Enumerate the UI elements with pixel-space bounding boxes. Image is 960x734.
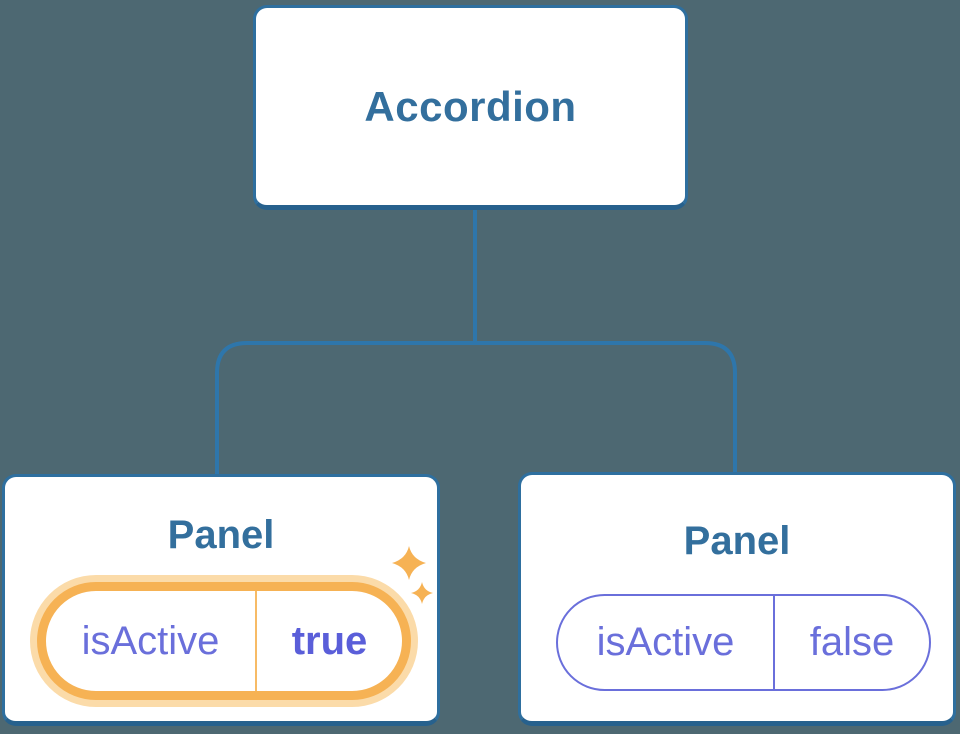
panel-node-inactive: Panel isActive false xyxy=(518,472,956,726)
state-name: isActive xyxy=(558,596,775,689)
panel-node-title: Panel xyxy=(167,513,275,557)
state-pill-inactive: isActive false xyxy=(556,594,931,691)
state-value: false xyxy=(809,620,895,664)
panel-node-title: Panel xyxy=(683,519,791,563)
state-value: true xyxy=(291,618,368,663)
state-name: isActive xyxy=(46,591,257,691)
branch-bracket-line xyxy=(215,341,737,474)
state-pill-active: isActive true xyxy=(37,582,411,700)
panel-node-active: Panel isActive true xyxy=(2,474,440,726)
accordion-node: Accordion xyxy=(253,5,688,210)
accordion-node-label: Accordion xyxy=(364,82,577,130)
